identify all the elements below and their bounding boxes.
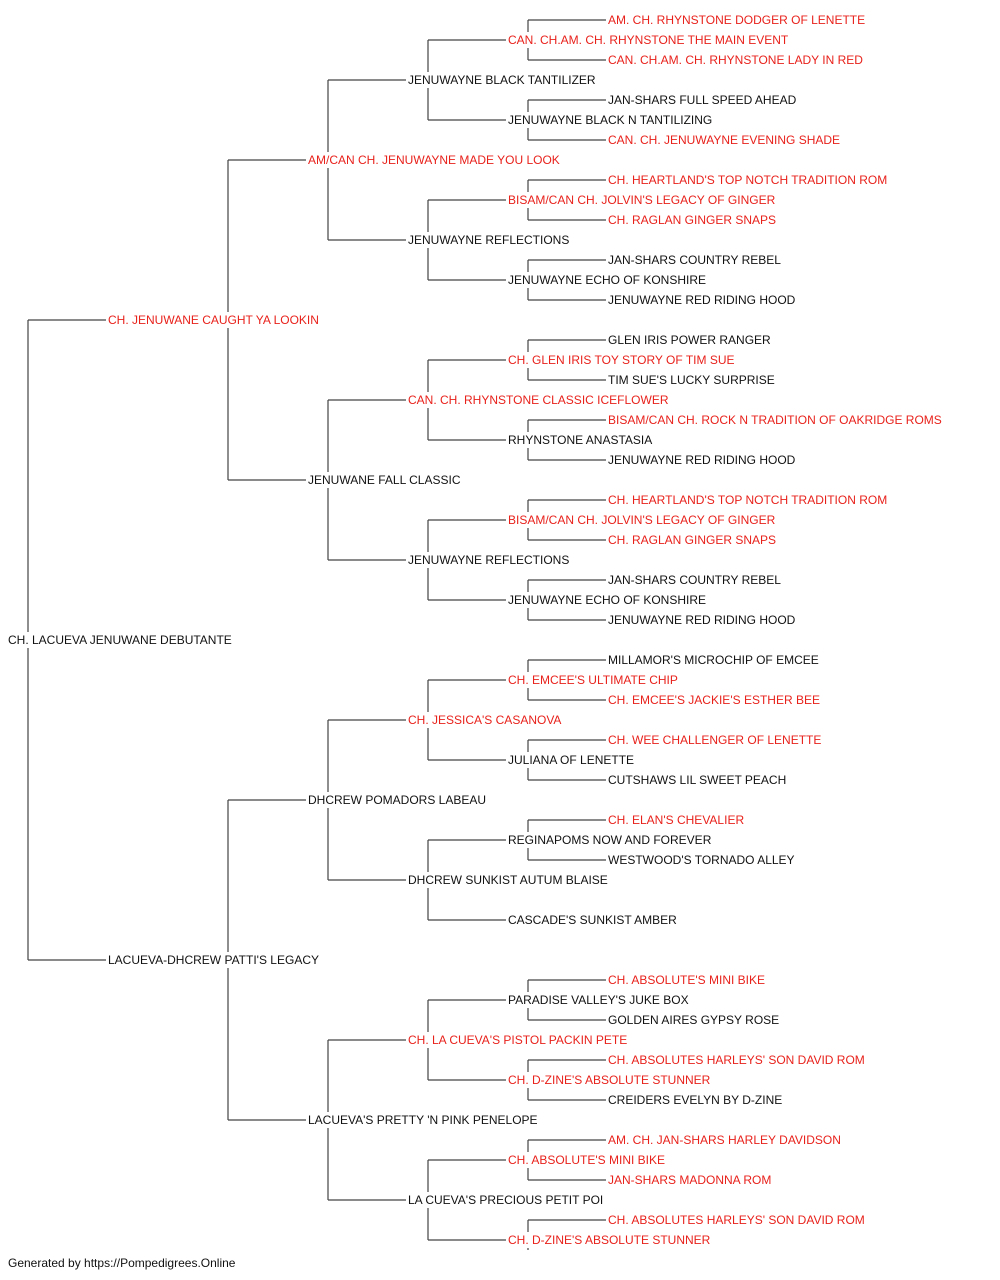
dog-name-sire-dam-dam-dam: JENUWAYNE ECHO OF KONSHIRE xyxy=(508,593,706,607)
dog-name-sire-dam-dam-sire: BISAM/CAN CH. JOLVIN'S LEGACY OF GINGER xyxy=(508,513,776,527)
dog-name-dam-dam-sire-dam: CH. D-ZINE'S ABSOLUTE STUNNER xyxy=(508,1073,711,1087)
footer-credit: Generated by https://Pompedigrees.Online xyxy=(8,1256,236,1270)
dog-name-sire-sire-sire-sire-dam: CAN. CH.AM. CH. RHYNSTONE LADY IN RED xyxy=(608,53,863,67)
dog-name-dam-sire-sire: CH. JESSICA'S CASANOVA xyxy=(408,713,561,727)
dog-name-sire-dam-sire-sire: CH. GLEN IRIS TOY STORY OF TIM SUE xyxy=(508,353,735,367)
dog-name-dam-dam-sire-dam-dam: CREIDERS EVELYN BY D-ZINE xyxy=(608,1093,782,1107)
dog-name-dam: LACUEVA-DHCREW PATTI'S LEGACY xyxy=(108,953,319,967)
dog-name-sire: CH. JENUWANE CAUGHT YA LOOKIN xyxy=(108,313,319,327)
dog-name-dam-sire-dam-sire-dam: WESTWOOD'S TORNADO ALLEY xyxy=(608,853,795,867)
dog-name-sire-sire-sire-sire: CAN. CH.AM. CH. RHYNSTONE THE MAIN EVENT xyxy=(508,33,789,47)
dog-name-sire-sire-dam-dam-dam: JENUWAYNE RED RIDING HOOD xyxy=(608,293,796,307)
pedigree-chart: CH. LACUEVA JENUWANE DEBUTANTE CH. JENUWA… xyxy=(8,13,942,1250)
dog-name-sire-dam-sire-sire-dam: TIM SUE'S LUCKY SURPRISE xyxy=(608,373,775,387)
dog-name-dam-sire-sire-dam-dam: CUTSHAWS LIL SWEET PEACH xyxy=(608,773,786,787)
dog-name-sire-sire-dam-sire-sire: CH. HEARTLAND'S TOP NOTCH TRADITION ROM xyxy=(608,173,887,187)
dog-name-sire-dam-sire-sire-sire: GLEN IRIS POWER RANGER xyxy=(608,333,771,347)
dog-name-sire-sire-sire: JENUWAYNE BLACK TANTILIZER xyxy=(408,73,596,87)
dog-name-sire-dam-dam-dam-dam: JENUWAYNE RED RIDING HOOD xyxy=(608,613,796,627)
dog-name-dam-sire-dam: DHCREW SUNKIST AUTUM BLAISE xyxy=(408,873,608,887)
dog-name-dam-dam-dam-sire-dam: JAN-SHARS MADONNA ROM xyxy=(608,1173,771,1187)
dog-name-sire-sire-dam-dam-sire: JAN-SHARS COUNTRY REBEL xyxy=(608,253,781,267)
dog-name-sire-sire-sire-dam-sire: JAN-SHARS FULL SPEED AHEAD xyxy=(608,93,797,107)
dog-name-sire-dam-dam: JENUWAYNE REFLECTIONS xyxy=(408,553,569,567)
dog-name-dam-dam-sire-sire: PARADISE VALLEY'S JUKE BOX xyxy=(508,993,689,1007)
dog-name-dam-sire-dam-sire: REGINAPOMS NOW AND FOREVER xyxy=(508,833,712,847)
dog-name-dam-sire: DHCREW POMADORS LABEAU xyxy=(308,793,486,807)
dog-name-dam-sire-sire-dam: JULIANA OF LENETTE xyxy=(508,753,634,767)
dog-name-sire-sire-dam-dam: JENUWAYNE ECHO OF KONSHIRE xyxy=(508,273,706,287)
dog-name-sire-sire-sire-dam-dam: CAN. CH. JENUWAYNE EVENING SHADE xyxy=(608,133,840,147)
dog-name-dam-sire-sire-sire: CH. EMCEE'S ULTIMATE CHIP xyxy=(508,673,678,687)
dog-name-dam-sire-sire-dam-sire: CH. WEE CHALLENGER OF LENETTE xyxy=(608,733,821,747)
dog-name-dam-dam-dam-dam: CH. D-ZINE'S ABSOLUTE STUNNER xyxy=(508,1233,711,1247)
dog-name-dam-dam-sire-sire-sire: CH. ABSOLUTE'S MINI BIKE xyxy=(608,973,765,987)
dog-name-dam-dam-dam-dam-sire: CH. ABSOLUTES HARLEYS' SON DAVID ROM xyxy=(608,1213,865,1227)
dog-name-sire-dam-dam-sire-dam: CH. RAGLAN GINGER SNAPS xyxy=(608,533,776,547)
dog-name-sire-dam-sire-dam-sire: BISAM/CAN CH. ROCK N TRADITION OF OAKRID… xyxy=(608,413,942,427)
dog-name-dam-dam-sire-dam-sire: CH. ABSOLUTES HARLEYS' SON DAVID ROM xyxy=(608,1053,865,1067)
dog-name-sire-dam-sire-dam: RHYNSTONE ANASTASIA xyxy=(508,433,652,447)
dog-name-sire-sire-sire-dam: JENUWAYNE BLACK N TANTILIZING xyxy=(508,113,712,127)
dog-name-dam-sire-dam-sire-sire: CH. ELAN'S CHEVALIER xyxy=(608,813,744,827)
dog-name-dam-sire-sire-sire-dam: CH. EMCEE'S JACKIE'S ESTHER BEE xyxy=(608,693,820,707)
dog-name-sire-dam-sire: CAN. CH. RHYNSTONE CLASSIC ICEFLOWER xyxy=(408,393,669,407)
dog-name-dam-dam-sire-sire-dam: GOLDEN AIRES GYPSY ROSE xyxy=(608,1013,779,1027)
dog-name-dam-dam-sire: CH. LA CUEVA'S PISTOL PACKIN PETE xyxy=(408,1033,627,1047)
dog-name-dam-dam: LACUEVA'S PRETTY 'N PINK PENELOPE xyxy=(308,1113,538,1127)
dog-name-sire-dam-sire-dam-dam: JENUWAYNE RED RIDING HOOD xyxy=(608,453,796,467)
dog-name-sire-dam-dam-sire-sire: CH. HEARTLAND'S TOP NOTCH TRADITION ROM xyxy=(608,493,887,507)
dog-name-dam-dam-dam-sire-sire: AM. CH. JAN-SHARS HARLEY DAVIDSON xyxy=(608,1133,841,1147)
dog-name-sire-sire: AM/CAN CH. JENUWAYNE MADE YOU LOOK xyxy=(308,153,560,167)
dog-name-dam-dam-dam-sire: CH. ABSOLUTE'S MINI BIKE xyxy=(508,1153,665,1167)
dog-name-: CH. LACUEVA JENUWANE DEBUTANTE xyxy=(8,633,232,647)
dog-name-sire-dam: JENUWANE FALL CLASSIC xyxy=(308,473,461,487)
dog-name-sire-sire-dam-sire-dam: CH. RAGLAN GINGER SNAPS xyxy=(608,213,776,227)
dog-name-dam-sire-sire-sire-sire: MILLAMOR'S MICROCHIP OF EMCEE xyxy=(608,653,819,667)
dog-name-sire-sire-dam: JENUWAYNE REFLECTIONS xyxy=(408,233,569,247)
dog-name-dam-sire-dam-dam: CASCADE'S SUNKIST AMBER xyxy=(508,913,677,927)
dog-name-dam-dam-dam: LA CUEVA'S PRECIOUS PETIT POI xyxy=(408,1193,603,1207)
dog-name-sire-sire-dam-sire: BISAM/CAN CH. JOLVIN'S LEGACY OF GINGER xyxy=(508,193,776,207)
dog-name-sire-dam-dam-dam-sire: JAN-SHARS COUNTRY REBEL xyxy=(608,573,781,587)
dog-name-sire-sire-sire-sire-sire: AM. CH. RHYNSTONE DODGER OF LENETTE xyxy=(608,13,865,27)
